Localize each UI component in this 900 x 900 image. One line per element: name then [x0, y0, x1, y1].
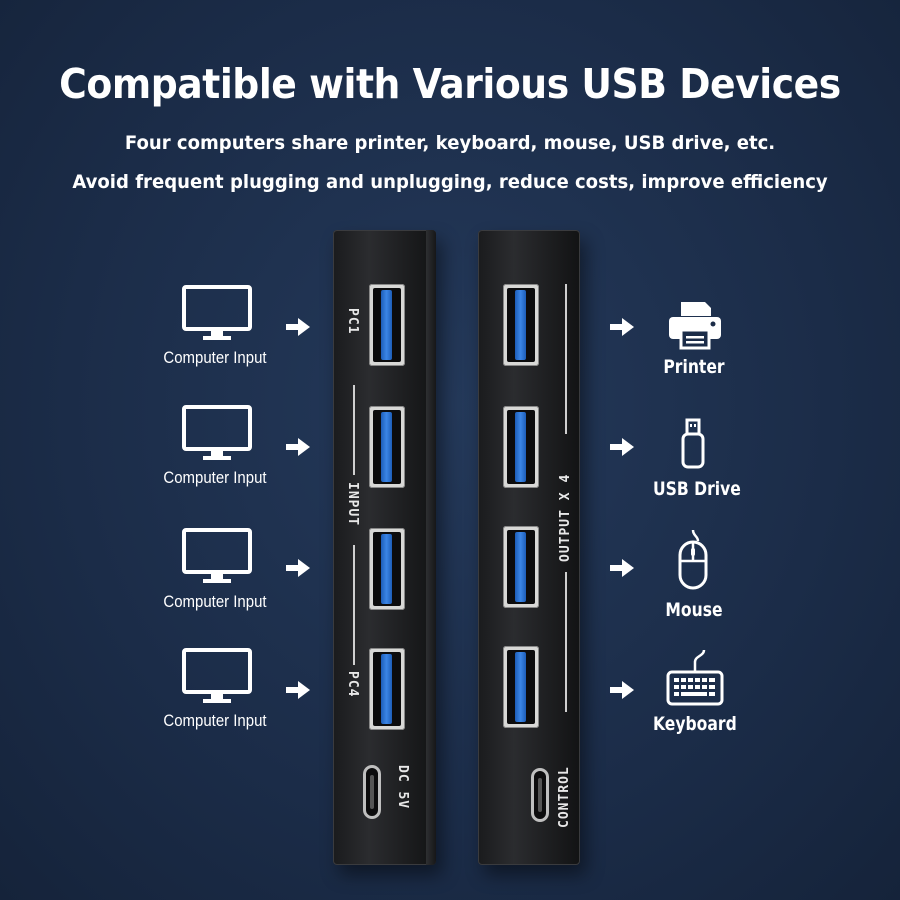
output-divider-bottom [565, 572, 567, 712]
pc4-label: PC4 [345, 671, 360, 698]
dc-power-port[interactable] [363, 765, 381, 819]
input-port-pc3[interactable] [369, 528, 405, 610]
output-port-1[interactable] [503, 284, 539, 366]
monitor-icon [182, 285, 252, 340]
arrow-right-icon [610, 438, 634, 456]
dc-5v-label: DC 5V [395, 765, 410, 810]
input-label: INPUT [345, 482, 360, 527]
monitor-icon [182, 528, 252, 583]
output-port-3[interactable] [503, 526, 539, 608]
input-divider-top [353, 385, 355, 475]
monitor-icon [182, 648, 252, 703]
computer-input-label: Computer Input [163, 711, 267, 730]
keyboard-label: Keyboard [653, 713, 737, 735]
computer-input-label: Computer Input [163, 468, 267, 487]
arrow-right-icon [610, 318, 634, 336]
input-port-pc2[interactable] [369, 406, 405, 488]
output-port-2[interactable] [503, 406, 539, 488]
page-title: Compatible with Various USB Devices [59, 60, 841, 108]
arrow-right-icon [286, 438, 310, 456]
pc1-label: PC1 [345, 308, 360, 335]
arrow-right-icon [286, 681, 310, 699]
subtitle-line-2: Avoid frequent plugging and unplugging, … [72, 171, 828, 193]
arrow-right-icon [610, 559, 634, 577]
output-port-4[interactable] [503, 646, 539, 728]
output-label: OUTPUT X 4 [558, 473, 573, 562]
subtitle-line-1: Four computers share printer, keyboard, … [124, 132, 776, 154]
arrow-right-icon [610, 681, 634, 699]
mouse-icon [678, 529, 708, 590]
control-label: CONTROL [557, 766, 572, 828]
printer-label: Printer [663, 356, 725, 378]
computer-input-label: Computer Input [163, 592, 267, 611]
control-port[interactable] [531, 768, 549, 822]
input-port-pc4[interactable] [369, 648, 405, 730]
keyboard-icon [666, 649, 724, 706]
input-divider-bottom [353, 545, 355, 665]
arrow-right-icon [286, 318, 310, 336]
monitor-icon [182, 405, 252, 460]
printer-icon [669, 302, 721, 350]
arrow-right-icon [286, 559, 310, 577]
input-port-pc1[interactable] [369, 284, 405, 366]
output-divider-top [565, 284, 567, 434]
computer-input-label: Computer Input [163, 348, 267, 367]
usb-drive-label: USB Drive [653, 478, 741, 500]
mouse-label: Mouse [665, 599, 723, 621]
usb-drive-icon [681, 418, 705, 469]
